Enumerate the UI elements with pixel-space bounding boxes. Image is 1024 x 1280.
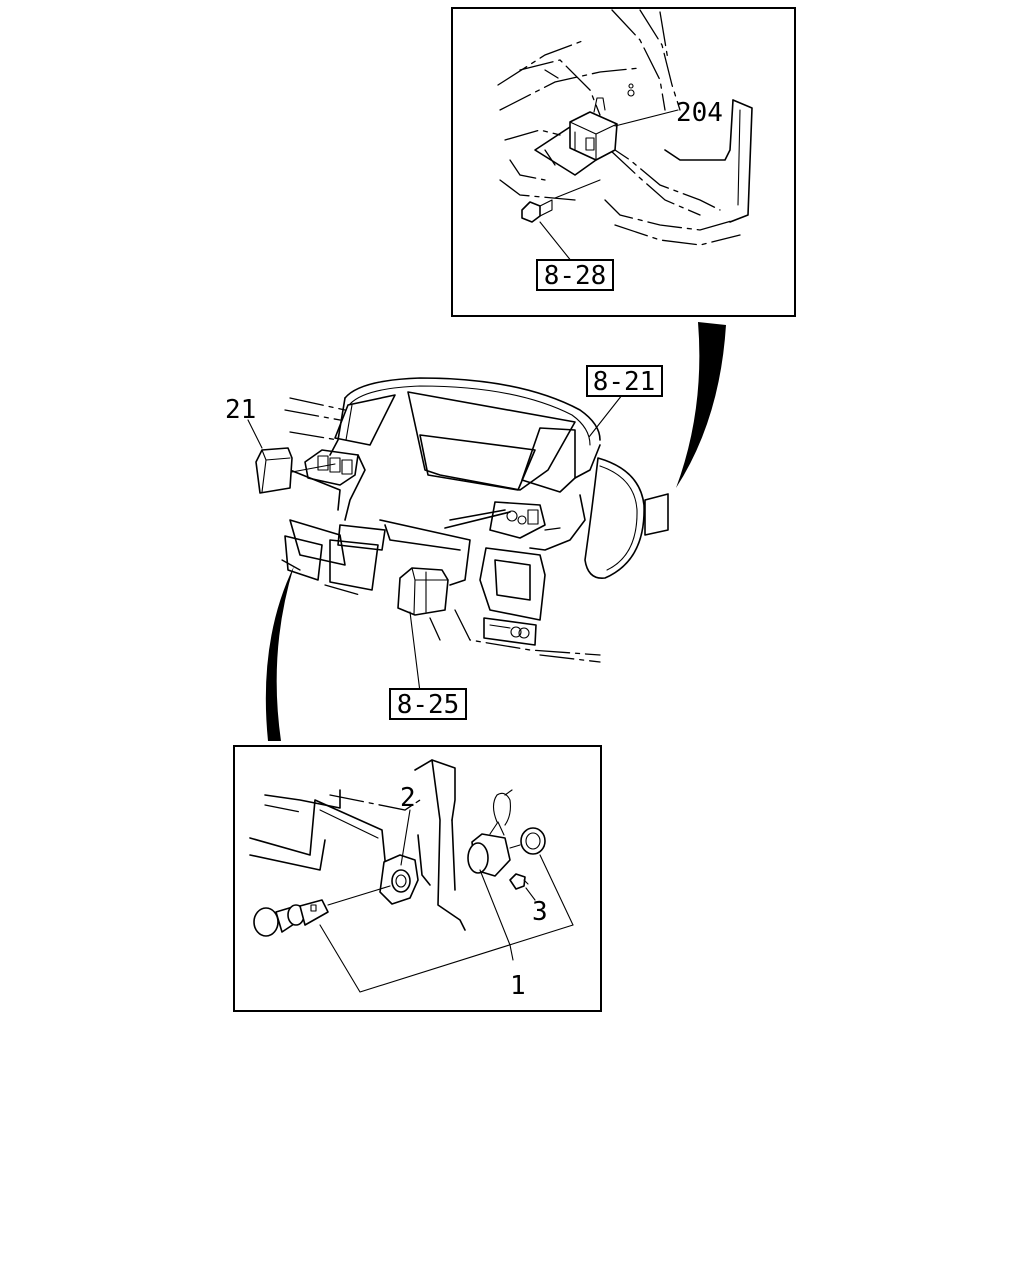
part-2-label: 2 (400, 783, 416, 813)
dashboard-assembly: 21 8-21 8-25 (225, 365, 669, 720)
part-204-label: 204 (676, 98, 723, 128)
ref-8-28: 8-28 (544, 261, 607, 291)
ref-8-21: 8-21 (593, 367, 656, 397)
part-21-label: 21 (225, 395, 256, 425)
relay-inset: 8-28 204 (451, 7, 796, 317)
part-1-label: 1 (510, 971, 526, 1001)
inset-connector-top (676, 322, 726, 488)
part-3-label: 3 (532, 897, 548, 927)
ref-8-25: 8-25 (397, 690, 460, 720)
lighter-inset: 2 3 1 (233, 745, 602, 1012)
inset-connector-bottom (265, 566, 294, 741)
